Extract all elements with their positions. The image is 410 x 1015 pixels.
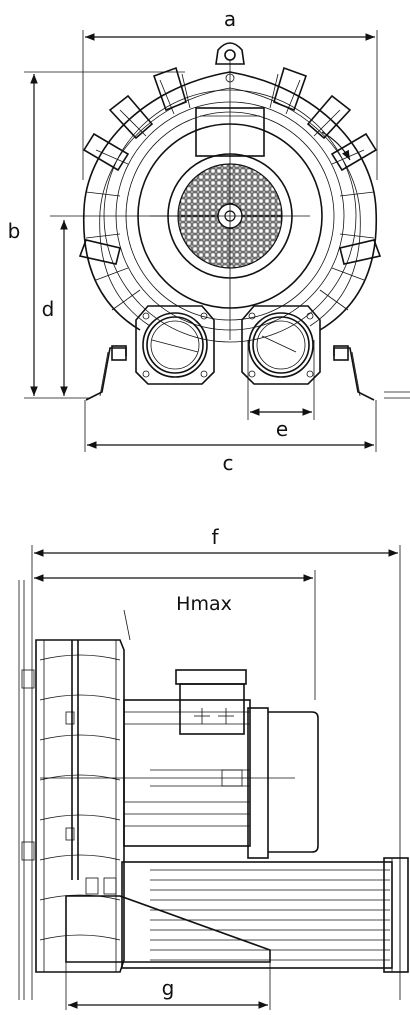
label-a: a xyxy=(224,7,236,31)
label-d: d xyxy=(42,297,55,321)
motor-housing xyxy=(40,699,319,859)
mounting-feet xyxy=(85,345,410,401)
rotation-arrow-icon xyxy=(321,131,351,161)
dimension-g: g xyxy=(65,962,271,1010)
inlet-port xyxy=(135,305,215,385)
label-g: g xyxy=(162,976,175,1000)
label-f: f xyxy=(211,525,219,549)
label-e: e xyxy=(276,417,288,441)
label-c: c xyxy=(223,451,234,475)
terminal-box-side xyxy=(175,669,247,735)
base-foot xyxy=(65,877,271,963)
dimension-a: a xyxy=(82,7,378,180)
dimension-hmax: Hmax xyxy=(34,570,316,700)
label-b: b xyxy=(8,219,21,243)
dimension-b: b xyxy=(8,71,185,399)
dimension-c: c xyxy=(84,400,377,475)
dimension-e: e xyxy=(247,340,315,441)
label-hmax: Hmax xyxy=(176,593,232,615)
blower-body-side xyxy=(21,609,131,973)
silencer xyxy=(121,857,409,973)
front-view: a b d e c xyxy=(8,7,410,475)
side-frame-lines xyxy=(18,580,33,1000)
side-view: f Hmax xyxy=(18,525,409,1010)
centre-lines xyxy=(150,60,310,340)
outlet-port xyxy=(241,305,321,385)
